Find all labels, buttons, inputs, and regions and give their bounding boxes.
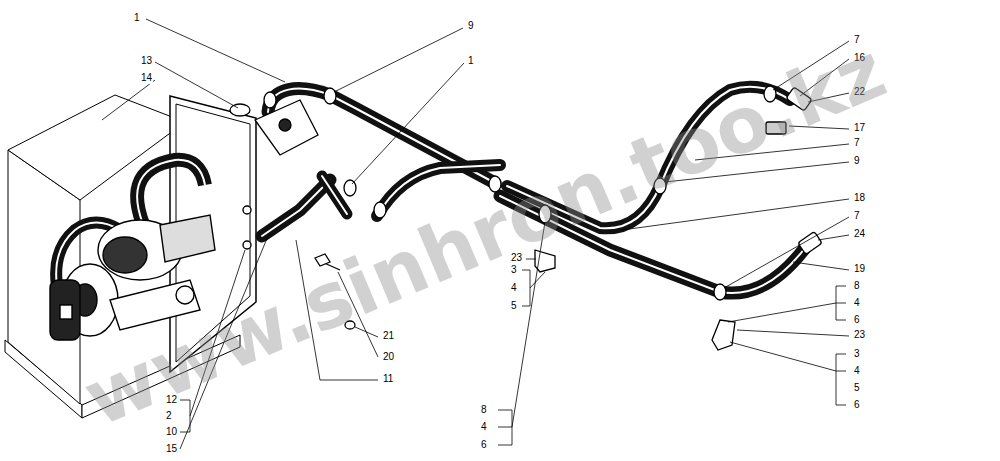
- callout-number: 9: [853, 155, 861, 167]
- callout-number: 14: [140, 72, 153, 84]
- callout-number: 5: [853, 382, 861, 394]
- callout-number: 1: [133, 12, 141, 24]
- callout-number: 9: [467, 20, 475, 32]
- callout-number: 23: [853, 329, 866, 341]
- callout-number: 7: [853, 210, 861, 222]
- callout-number: 7: [853, 137, 861, 149]
- callout-number: 17: [853, 122, 866, 134]
- callout-number: 6: [853, 399, 861, 411]
- callout-number: 4: [510, 282, 518, 294]
- callout-number: 6: [853, 314, 861, 326]
- callout-number: 20: [382, 351, 395, 363]
- callout-number: 1: [467, 55, 475, 67]
- callout-number: 8: [480, 404, 488, 416]
- callout-number: 13: [140, 55, 153, 67]
- callout-number: 24: [853, 228, 866, 240]
- callout-number: 4: [480, 421, 488, 433]
- callout-number: 11: [382, 373, 394, 385]
- callout-number: 15: [165, 443, 178, 455]
- callout-number: 19: [853, 263, 866, 275]
- callout-number: 21: [382, 330, 395, 342]
- callout-number: 8: [853, 280, 861, 292]
- callout-number: 4: [853, 297, 861, 309]
- callout-number: 4: [853, 365, 861, 377]
- callout-number: 5: [510, 300, 518, 312]
- callout-number: 18: [853, 192, 866, 204]
- callout-number: 3: [853, 348, 861, 360]
- callout-number: 6: [480, 439, 488, 451]
- callout-number: 10: [165, 426, 178, 438]
